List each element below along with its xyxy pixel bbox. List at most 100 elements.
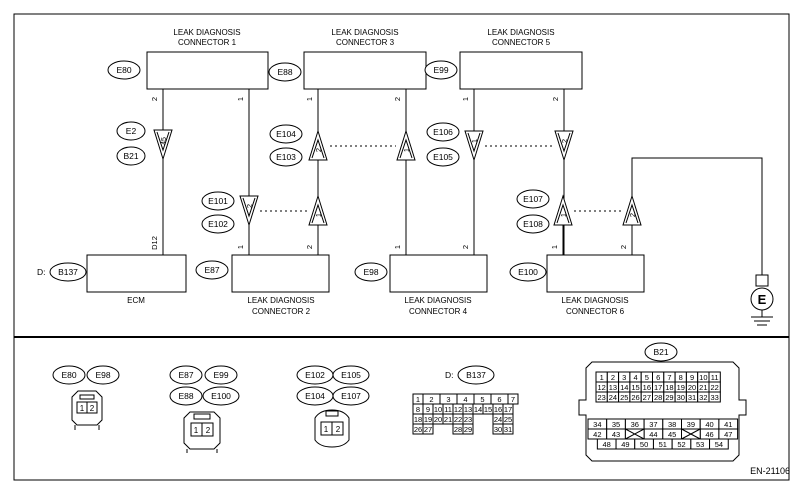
b21-pin-17: 17 xyxy=(654,383,662,392)
ldc1-title-line1: LEAK DIAGNOSIS xyxy=(173,28,240,37)
connector-face-g2 xyxy=(183,411,221,453)
joint-e108-triangle xyxy=(622,194,642,226)
b137-pin-7: 7 xyxy=(511,395,515,404)
pin-ldc2-b: 2 xyxy=(305,245,314,249)
tag-e99: E99 xyxy=(433,65,448,75)
b21-pin-12: 12 xyxy=(597,383,605,392)
tag-e87: E87 xyxy=(204,265,219,275)
b137-pin-17: 17 xyxy=(504,405,512,414)
leak-diagnosis-connector-5-box xyxy=(459,51,583,90)
b137-pin-2: 2 xyxy=(429,395,433,404)
b137-pin-13: 13 xyxy=(464,405,472,414)
joint-e108-pin: 2 xyxy=(628,213,637,217)
lower-tag-b21: B21 xyxy=(653,347,668,357)
b137-pin-30: 30 xyxy=(494,425,502,434)
pin-ldc2-a: 1 xyxy=(236,245,245,249)
b21-pin-28: 28 xyxy=(654,393,662,402)
b21-pin-11: 11 xyxy=(711,373,719,382)
joint-e105-inner xyxy=(557,132,571,153)
joint-e102-pin: 1 xyxy=(314,213,323,217)
g1-pin-2: 2 xyxy=(90,404,95,413)
pin-ldc3-b: 2 xyxy=(393,97,402,101)
b137-pin-28: 28 xyxy=(454,425,462,434)
b21-pin-8: 8 xyxy=(679,373,683,382)
b21-pin-13: 13 xyxy=(609,383,617,392)
b137-pin-3: 3 xyxy=(446,395,450,404)
b137-pin-9: 9 xyxy=(426,405,430,414)
g1-pin-1: 1 xyxy=(80,404,85,413)
ldc2-title-line2: CONNECTOR 2 xyxy=(252,307,311,316)
b21-pin-3: 3 xyxy=(622,373,626,382)
b21-pin-49: 49 xyxy=(621,440,629,449)
tag-b137: B137 xyxy=(58,267,78,277)
pin-ldc5-a: 1 xyxy=(461,97,470,101)
ldc4-title-line2: CONNECTOR 4 xyxy=(409,307,468,316)
joint-e103-pin: 1 xyxy=(402,148,411,152)
ground-terminal-block xyxy=(755,274,769,287)
lower-tag-e105: E105 xyxy=(341,370,361,380)
tag-oval-e102 xyxy=(201,214,235,234)
ldc3-title-line2: CONNECTOR 3 xyxy=(336,38,395,47)
joint-e101-triangle xyxy=(239,195,259,227)
joint-e102-triangle xyxy=(308,194,328,226)
g3-pin-2: 2 xyxy=(336,425,341,434)
b21-pin-6: 6 xyxy=(656,373,660,382)
tag-e108: E108 xyxy=(523,219,543,229)
tag-e106: E106 xyxy=(433,127,453,137)
b21-pin-29: 29 xyxy=(665,393,673,402)
b137-pin-21: 21 xyxy=(444,415,452,424)
tag-oval-e2 xyxy=(116,121,146,141)
pin-ldc1-b: 1 xyxy=(236,97,245,101)
tag-e102: E102 xyxy=(208,219,228,229)
b21-pin-33-cell xyxy=(708,391,721,403)
tag-oval-e105 xyxy=(426,147,460,167)
b137-pin-25: 25 xyxy=(504,415,512,424)
b21-pin-18: 18 xyxy=(665,383,673,392)
b21-pin-2: 2 xyxy=(611,373,615,382)
pin-ldc5-b: 2 xyxy=(551,97,560,101)
b137-pin-16: 16 xyxy=(494,405,502,414)
tag-e107: E107 xyxy=(523,194,543,204)
ldc4-title-line1: LEAK DIAGNOSIS xyxy=(404,296,471,305)
b21-pin-48: 48 xyxy=(603,440,611,449)
b137-pin-24: 24 xyxy=(494,415,502,424)
b21-pin-15: 15 xyxy=(631,383,639,392)
lower-b137-prefix: D: xyxy=(445,370,454,380)
lower-tag-e99: E99 xyxy=(213,370,228,380)
g3-pin-1: 1 xyxy=(324,425,329,434)
ldc2-title-line1: LEAK DIAGNOSIS xyxy=(247,296,314,305)
b21-pin-22: 22 xyxy=(710,383,718,392)
b21-pin-53: 53 xyxy=(696,440,704,449)
tag-oval-e107 xyxy=(516,189,550,209)
b21-pin-38: 38 xyxy=(668,420,676,429)
tag-oval-e101 xyxy=(201,191,235,211)
lower-tag-e80: E80 xyxy=(61,370,76,380)
joint-e105-pin: 2 xyxy=(560,139,569,143)
b137-pin-1: 1 xyxy=(416,395,420,404)
leak-diagnosis-connector-2-box xyxy=(231,254,330,293)
lower-tag-e87: E87 xyxy=(178,370,193,380)
tag-b21: B21 xyxy=(123,151,138,161)
ldc6-title-line1: LEAK DIAGNOSIS xyxy=(561,296,628,305)
b137-pin-22: 22 xyxy=(454,415,462,424)
b137-pin-29: 29 xyxy=(464,425,472,434)
b21-pin-36: 36 xyxy=(631,420,639,429)
lower-tag-e107: E107 xyxy=(341,391,361,401)
b137-pin-27: 27 xyxy=(424,425,432,434)
joint-e104-triangle xyxy=(308,129,328,161)
tag-e105: E105 xyxy=(433,152,453,162)
pin-ldc6-a: 1 xyxy=(550,245,559,249)
tag-oval-lower-e99 xyxy=(204,365,238,385)
joint-e106-triangle xyxy=(464,130,484,162)
b137-pin-11: 11 xyxy=(444,405,452,414)
joint-e103-inner xyxy=(399,138,413,159)
lower-tag-e100: E100 xyxy=(211,391,231,401)
b21-pin-41: 41 xyxy=(724,420,732,429)
lower-tag-e98: E98 xyxy=(95,370,110,380)
b21-pin-40: 40 xyxy=(705,420,713,429)
b21-pin-46: 46 xyxy=(705,430,713,439)
figure-id: EN-21106 xyxy=(750,466,790,476)
